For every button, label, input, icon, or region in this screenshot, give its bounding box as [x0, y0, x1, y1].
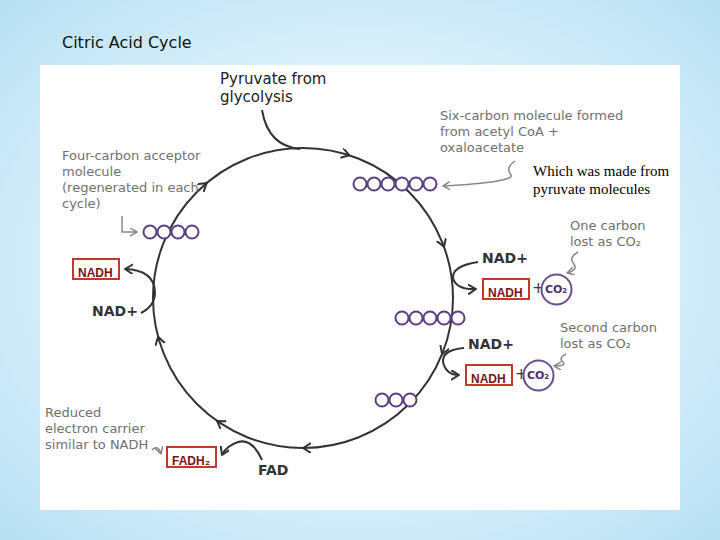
handwritten-note: Four-carbon acceptor molecule (regenerat…: [62, 148, 202, 212]
pyruvate-entry: [262, 110, 300, 149]
fadh2-box: FADH₂: [166, 446, 217, 468]
typed-note: Which was made from pyruvate molecules: [533, 162, 693, 198]
nadh-box: NADH: [482, 278, 530, 300]
node-text: NADH: [78, 266, 113, 280]
circle-shape: [541, 274, 571, 304]
carrier-label: FAD: [258, 462, 288, 479]
co2-circle: CO₂: [540, 273, 573, 306]
cycle-arrowheads: [158, 154, 444, 448]
carrier-label: NAD+: [482, 250, 528, 267]
node-text: FADH₂: [172, 454, 210, 468]
handwritten-note: One carbon lost as CO₂: [570, 218, 665, 250]
carrier-label: NAD+: [468, 336, 514, 353]
node-text: NADH: [471, 372, 506, 386]
nadh-box: NADH: [72, 258, 120, 280]
carrier-label: NAD+: [92, 303, 138, 320]
handwritten-note: Second carbon lost as CO₂: [560, 320, 670, 352]
note-leaders: [122, 161, 578, 454]
node-text: CO₂: [545, 283, 567, 296]
source-note: Pyruvate from glycolysis: [220, 70, 360, 106]
handwritten-note: Reduced electron carrier similar to NADH: [45, 405, 155, 453]
node-text: NADH: [488, 286, 523, 300]
slide-title: Citric Acid Cycle: [62, 33, 192, 52]
nadh-box: NADH: [465, 364, 513, 386]
node-text: CO₂: [527, 369, 549, 382]
handwritten-note: Six-carbon molecule formed from acetyl C…: [440, 108, 630, 156]
carbon-chains: [144, 178, 465, 407]
carrier-arrows: [125, 262, 478, 460]
circle-shape: [523, 360, 553, 390]
co2-circle: CO₂: [522, 359, 555, 392]
